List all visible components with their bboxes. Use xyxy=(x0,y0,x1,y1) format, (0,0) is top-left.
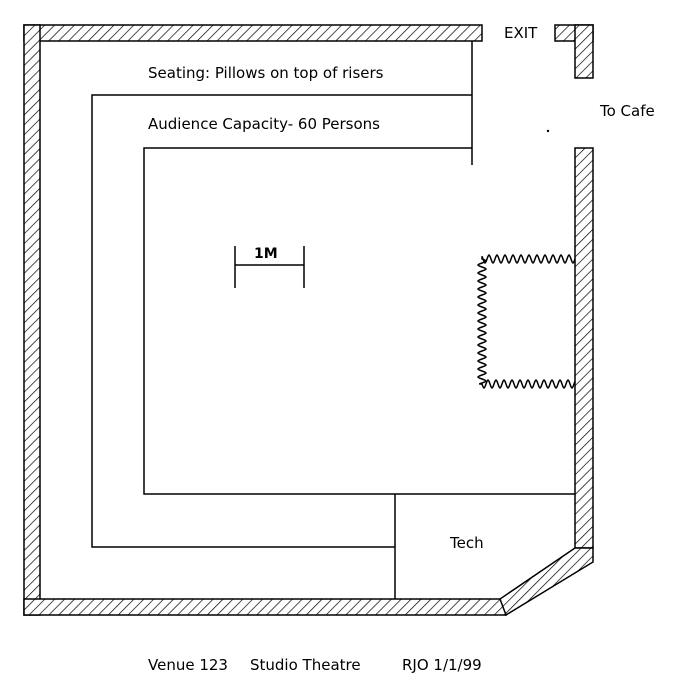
footer-author-date: RJO 1/1/99 xyxy=(402,656,482,674)
wall-diagonal xyxy=(499,547,594,617)
wall-right-lower xyxy=(574,147,594,549)
opening-dot xyxy=(546,129,550,133)
curtain xyxy=(476,253,576,390)
scale-bar xyxy=(234,246,305,288)
to-cafe-label: To Cafe xyxy=(599,102,655,120)
riser-outer xyxy=(91,94,472,548)
footer-name: Studio Theatre xyxy=(250,656,361,674)
scale-label: 1M xyxy=(254,246,278,262)
tech-label: Tech xyxy=(449,534,484,552)
footer-venue: Venue 123 xyxy=(148,656,228,674)
wall-top-left xyxy=(23,24,483,42)
risers xyxy=(91,41,575,599)
capacity-label: Audience Capacity- 60 Persons xyxy=(148,115,380,133)
outer-walls xyxy=(23,24,594,617)
exit-label: EXIT xyxy=(504,24,538,42)
seating-label: Seating: Pillows on top of risers xyxy=(148,64,384,82)
wall-bottom xyxy=(23,598,507,616)
wall-right-upper xyxy=(574,24,594,79)
wall-left xyxy=(23,24,41,616)
riser-inner xyxy=(143,147,575,495)
